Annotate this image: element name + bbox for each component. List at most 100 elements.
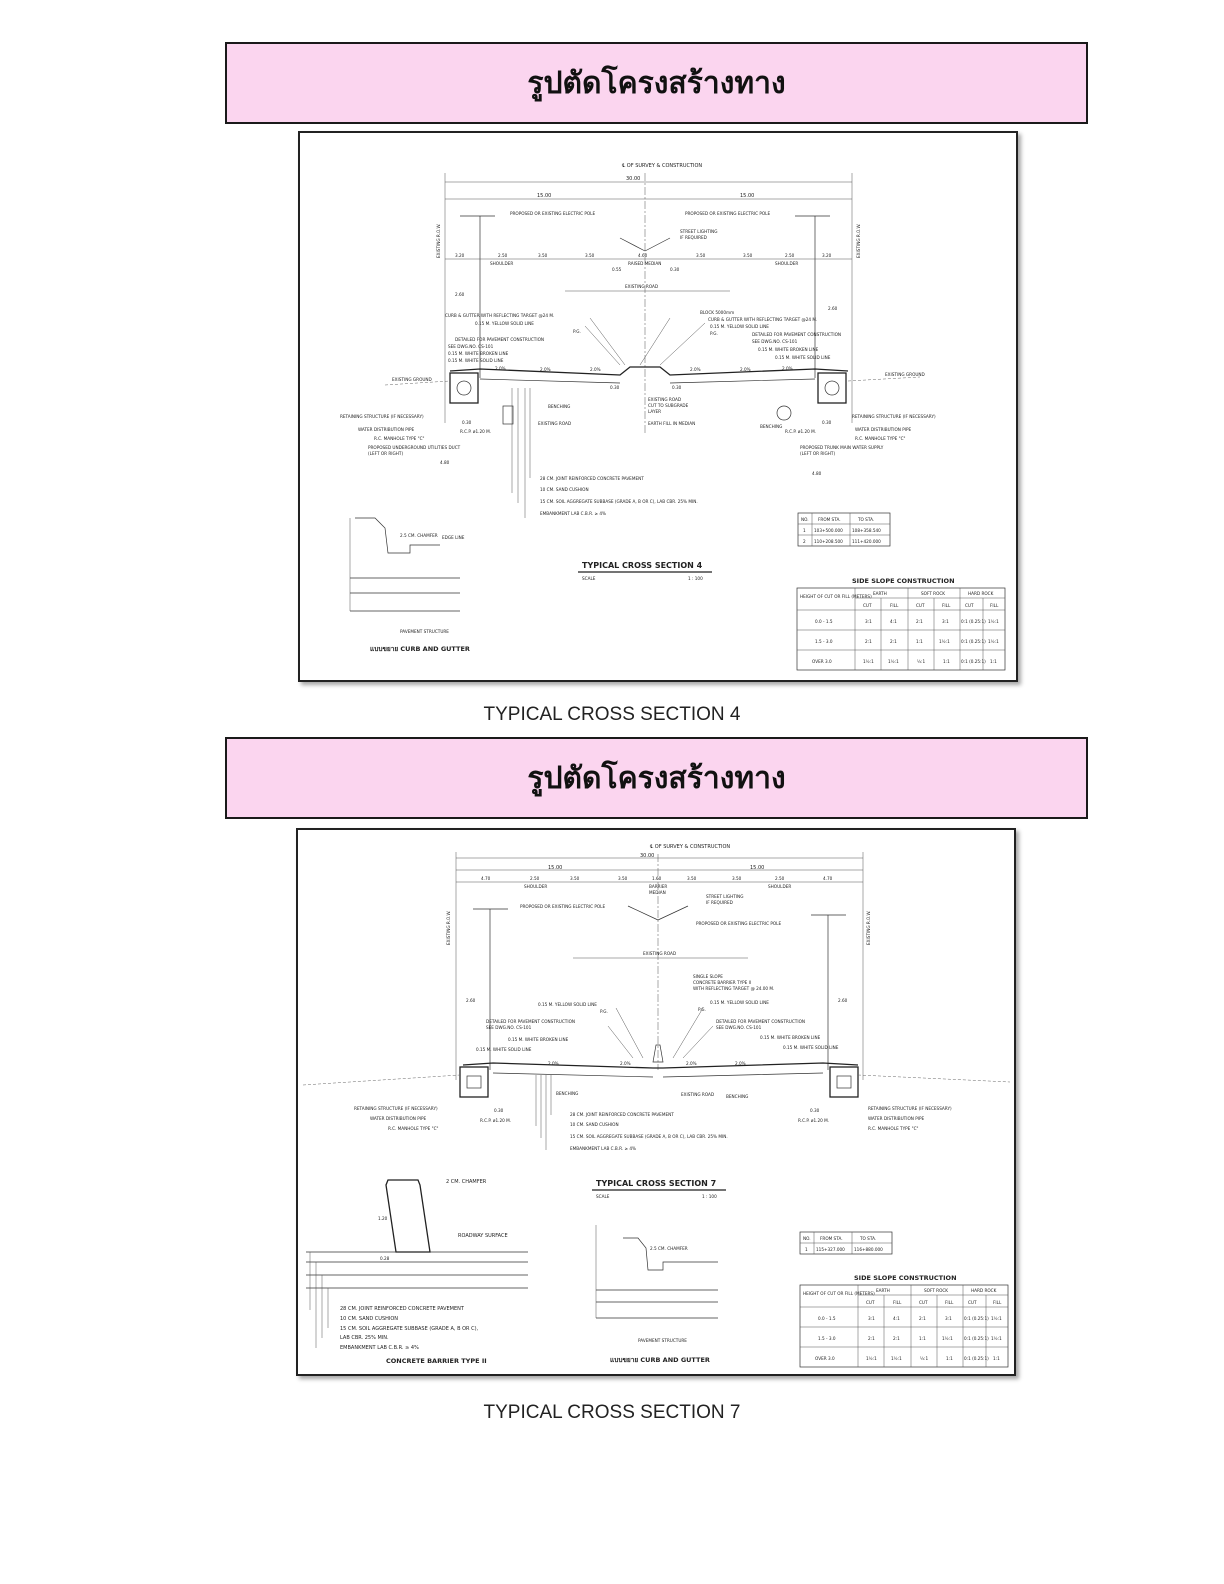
banner-title: รูปตัดโครงสร้างทาง — [527, 65, 786, 101]
pavement-base — [479, 378, 816, 384]
note-right-6: 0.15 M. WHITE SOLID LINE — [783, 1045, 839, 1050]
svg-text:1½:1: 1½:1 — [888, 659, 899, 664]
row-label-right: EXISTING R.O.W. — [866, 911, 871, 945]
svg-text:PAVEMENT STRUCTURE: PAVEMENT STRUCTURE — [400, 629, 449, 634]
layer-2: 10 CM. SAND CUSHION — [540, 487, 589, 492]
dim-half-left: 15.00 — [548, 865, 562, 871]
svg-text:1½:1: 1½:1 — [942, 1336, 953, 1341]
br-note-1: RETAINING STRUCTURE (IF NECESSARY) — [852, 414, 936, 419]
scale-label: SCALE — [582, 576, 596, 581]
svg-text:แบบขยาย CURB AND GUTTER: แบบขยาย CURB AND GUTTER — [370, 645, 470, 653]
svg-text:1.20: 1.20 — [378, 1216, 388, 1221]
note-left-2: 0.15 M. YELLOW SOLID LINE — [475, 321, 534, 326]
br-note-1: RETAINING STRUCTURE (IF NECESSARY) — [868, 1106, 952, 1111]
svg-text:NO.: NO. — [801, 517, 809, 522]
svg-text:2 CM. CHAMFER: 2 CM. CHAMFER — [446, 1179, 487, 1185]
pole-label-left: PROPOSED OR EXISTING ELECTRIC POLE — [520, 904, 606, 909]
layer-2: 10 CM. SAND CUSHION — [570, 1122, 619, 1127]
svg-text:0.0 - 1.5: 0.0 - 1.5 — [815, 619, 833, 624]
center-note-3: LAYER — [648, 409, 661, 414]
note-right-8: 0.15 M. WHITE SOLID LINE — [775, 355, 831, 360]
svg-text:10 CM. SAND CUSHION: 10 CM. SAND CUSHION — [340, 1316, 398, 1322]
station-table: NO. FROM STA. TO STA. 1 103+500.000 108+… — [797, 512, 891, 547]
svg-text:SOFT ROCK: SOFT ROCK — [921, 591, 945, 596]
pole-label-left: PROPOSED OR EXISTING ELECTRIC POLE — [510, 211, 596, 216]
svg-text:1½:1: 1½:1 — [991, 1336, 1002, 1341]
barrier-note-2: CONCRETE BARRIER TYPE II — [693, 980, 751, 985]
existing-ground-lines — [302, 1074, 1011, 1086]
svg-text:108+358.540: 108+358.540 — [852, 528, 881, 533]
svg-text:2.5 CM. CHAMFER: 2.5 CM. CHAMFER — [400, 533, 438, 538]
lane-dim-3: 3.50 — [570, 876, 580, 881]
svg-text:0:1 (0.25:1): 0:1 (0.25:1) — [961, 639, 986, 644]
note-right-7: 0.15 M. WHITE BROKEN LINE — [758, 347, 819, 352]
benching-right: BENCHING — [726, 1094, 748, 1099]
caption-section-4: TYPICAL CROSS SECTION 4 — [483, 704, 741, 725]
lane-dim-8: 2.50 — [785, 253, 795, 258]
lane-dim-6: 3.50 — [687, 876, 697, 881]
svg-text:แบบขยาย CURB AND GUTTER: แบบขยาย CURB AND GUTTER — [610, 1356, 710, 1364]
svg-text:CONCRETE BARRIER TYPE II: CONCRETE BARRIER TYPE II — [386, 1357, 487, 1365]
note-left-6: 0.15 M. WHITE BROKEN LINE — [448, 351, 509, 356]
note-left-5: 0.15 M. WHITE BROKEN LINE — [508, 1037, 569, 1042]
svg-text:SOFT ROCK: SOFT ROCK — [924, 1288, 948, 1293]
svg-text:1½:1: 1½:1 — [988, 639, 999, 644]
svg-text:CUT: CUT — [968, 1300, 977, 1305]
row-label-left: EXISTING R.O.W. — [436, 224, 441, 258]
centerline-label: ℄ OF SURVEY & CONSTRUCTION — [650, 844, 730, 850]
scale-label: SCALE — [596, 1194, 610, 1199]
lane-dim-8: 2.50 — [775, 876, 785, 881]
station-table: NO. FROM STA. TO STA. 1 115+327.000 116+… — [799, 1231, 893, 1255]
manhole-left — [449, 372, 479, 404]
slope-5: 2.0% — [740, 367, 751, 372]
layer-leaders — [511, 388, 531, 518]
br-note-5: (LEFT OR RIGHT) — [800, 451, 835, 456]
svg-text:1:1: 1:1 — [943, 659, 950, 664]
note-right-5: 0.15 M. WHITE BROKEN LINE — [760, 1035, 821, 1040]
street-light — [627, 905, 689, 921]
section-4-banner: รูปตัดโครงสร้างทาง — [225, 42, 1088, 124]
svg-text:1:1: 1:1 — [990, 659, 997, 664]
lighting-1: STREET LIGHTING — [706, 894, 743, 899]
lane-dim-5: 4.60 — [638, 253, 648, 258]
svg-text:SIDE SLOPE CONSTRUCTION: SIDE SLOPE CONSTRUCTION — [852, 577, 955, 585]
svg-text:111+420.000: 111+420.000 — [852, 539, 881, 544]
benching-left: BENCHING — [556, 1091, 578, 1096]
slope-4: 2.0% — [690, 367, 701, 372]
side-slope-table: SIDE SLOPE CONSTRUCTION HEIGHT OF CUT OR… — [799, 1274, 1009, 1368]
dim-half-right: 15.00 — [740, 193, 754, 199]
existing-road-left: EXISTING ROAD — [538, 421, 571, 426]
scale-value: 1 : 100 — [688, 576, 703, 581]
note-right-2: CURB & GUTTER WITH REFLECTING TARGET @24… — [708, 317, 817, 322]
bl-note-2: WATER DISTRIBUTION PIPE — [370, 1116, 426, 1121]
svg-text:FILL: FILL — [993, 1300, 1002, 1305]
note-left-7: 0.15 M. WHITE SOLID LINE — [448, 358, 504, 363]
lane-dim-7: 3.50 — [732, 876, 742, 881]
svg-text:½:1: ½:1 — [917, 659, 925, 664]
drawing-title: TYPICAL CROSS SECTION 7 — [596, 1179, 716, 1188]
br-note-2: WATER DISTRIBUTION PIPE — [855, 427, 911, 432]
svg-text:PAVEMENT STRUCTURE: PAVEMENT STRUCTURE — [638, 1338, 687, 1343]
svg-text:FILL: FILL — [890, 603, 899, 608]
note-left-6: 0.15 M. WHITE SOLID LINE — [476, 1047, 532, 1052]
dim-030-1: 0.30 — [610, 385, 620, 390]
svg-text:103+500.000: 103+500.000 — [814, 528, 843, 533]
note-right-1: BLOCK 5000mm — [700, 310, 734, 315]
svg-text:EARTH: EARTH — [876, 1288, 890, 1293]
dim-030-4: 0.30 — [822, 420, 832, 425]
pole-label-right: PROPOSED OR EXISTING ELECTRIC POLE — [685, 211, 771, 216]
slope-3: 2.0% — [686, 1061, 697, 1066]
note-left-2: P.G. — [600, 1009, 608, 1014]
ground-right: EXISTING GROUND — [885, 372, 925, 377]
benching-right: BENCHING — [760, 424, 782, 429]
svg-text:0.28: 0.28 — [380, 1256, 390, 1261]
shoulder-left: SHOULDER — [524, 884, 547, 889]
svg-text:3:1: 3:1 — [868, 1316, 875, 1321]
row-label-left: EXISTING R.O.W. — [446, 911, 451, 945]
br-note-3: R.C. MANHOLE TYPE "C" — [855, 436, 906, 441]
svg-text:FROM STA.: FROM STA. — [818, 517, 841, 522]
pavement-base — [492, 1072, 824, 1078]
lighting-2: IF REQUIRED — [680, 235, 707, 240]
dim-260-left: 2.60 — [455, 292, 465, 297]
shoulder-right: SHOULDER — [775, 261, 798, 266]
